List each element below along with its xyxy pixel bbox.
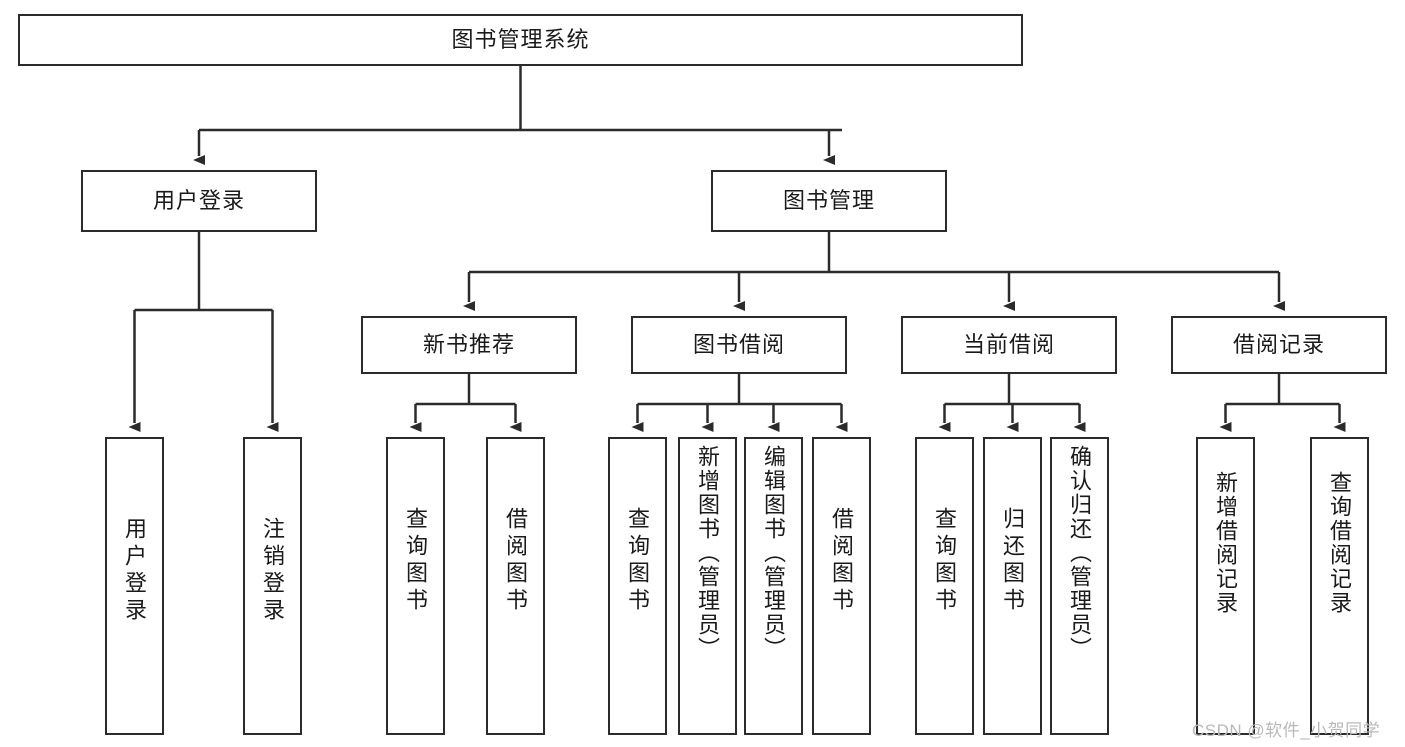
node-leaf-add-book[interactable]: 新增图书（管理员） — [678, 437, 737, 735]
node-book-manage-label: 图书管理 — [782, 187, 875, 213]
node-new-book-recommend-label: 新书推荐 — [422, 331, 515, 357]
node-root[interactable]: 图书管理系统 — [18, 14, 1023, 66]
node-leaf-query-record[interactable]: 查询借阅记录 — [1310, 437, 1369, 735]
node-book-borrow[interactable]: 图书借阅 — [631, 316, 847, 374]
node-leaf-logout[interactable]: 注销登录 — [243, 437, 302, 735]
node-leaf-add-record-label: 新增借阅记录 — [1213, 471, 1239, 615]
node-leaf-logout-label: 注销登录 — [260, 517, 286, 625]
node-leaf-user-login-label: 用户登录 — [122, 517, 148, 625]
node-leaf-edit-book-label: 编辑图书（管理员） — [761, 445, 787, 661]
node-leaf-return-book-label: 归还图书 — [1000, 507, 1026, 615]
node-borrow-record[interactable]: 借阅记录 — [1171, 316, 1387, 374]
node-leaf-query-book-3-label: 查询图书 — [932, 507, 958, 615]
node-user-login[interactable]: 用户登录 — [81, 170, 317, 232]
node-root-label: 图书管理系统 — [451, 26, 590, 52]
node-new-book-recommend[interactable]: 新书推荐 — [361, 316, 577, 374]
node-leaf-confirm-return[interactable]: 确认归还（管理员） — [1050, 437, 1109, 735]
node-leaf-confirm-return-label: 确认归还（管理员） — [1067, 445, 1093, 661]
node-leaf-borrow-book-1[interactable]: 借阅图书 — [486, 437, 545, 735]
node-leaf-add-book-label: 新增图书（管理员） — [695, 445, 721, 661]
node-leaf-query-book-3[interactable]: 查询图书 — [915, 437, 974, 735]
csdn-watermark: CSDN @软件_小贺同学 — [1192, 721, 1381, 740]
node-leaf-borrow-book-2-label: 借阅图书 — [829, 507, 855, 615]
node-leaf-return-book[interactable]: 归还图书 — [983, 437, 1042, 735]
node-leaf-query-book-2[interactable]: 查询图书 — [608, 437, 667, 735]
node-book-borrow-label: 图书借阅 — [692, 331, 785, 357]
node-user-login-label: 用户登录 — [152, 187, 245, 213]
node-leaf-user-login[interactable]: 用户登录 — [105, 437, 164, 735]
node-leaf-query-book-2-label: 查询图书 — [625, 507, 651, 615]
node-leaf-add-record[interactable]: 新增借阅记录 — [1196, 437, 1255, 735]
node-leaf-edit-book[interactable]: 编辑图书（管理员） — [744, 437, 803, 735]
node-leaf-query-book-1[interactable]: 查询图书 — [386, 437, 445, 735]
node-leaf-borrow-book-1-label: 借阅图书 — [503, 507, 529, 615]
node-current-borrow-label: 当前借阅 — [962, 331, 1055, 357]
node-current-borrow[interactable]: 当前借阅 — [901, 316, 1117, 374]
node-book-manage[interactable]: 图书管理 — [711, 170, 947, 232]
node-borrow-record-label: 借阅记录 — [1232, 331, 1325, 357]
node-leaf-borrow-book-2[interactable]: 借阅图书 — [812, 437, 871, 735]
node-leaf-query-record-label: 查询借阅记录 — [1327, 471, 1353, 615]
node-leaf-query-book-1-label: 查询图书 — [403, 507, 429, 615]
